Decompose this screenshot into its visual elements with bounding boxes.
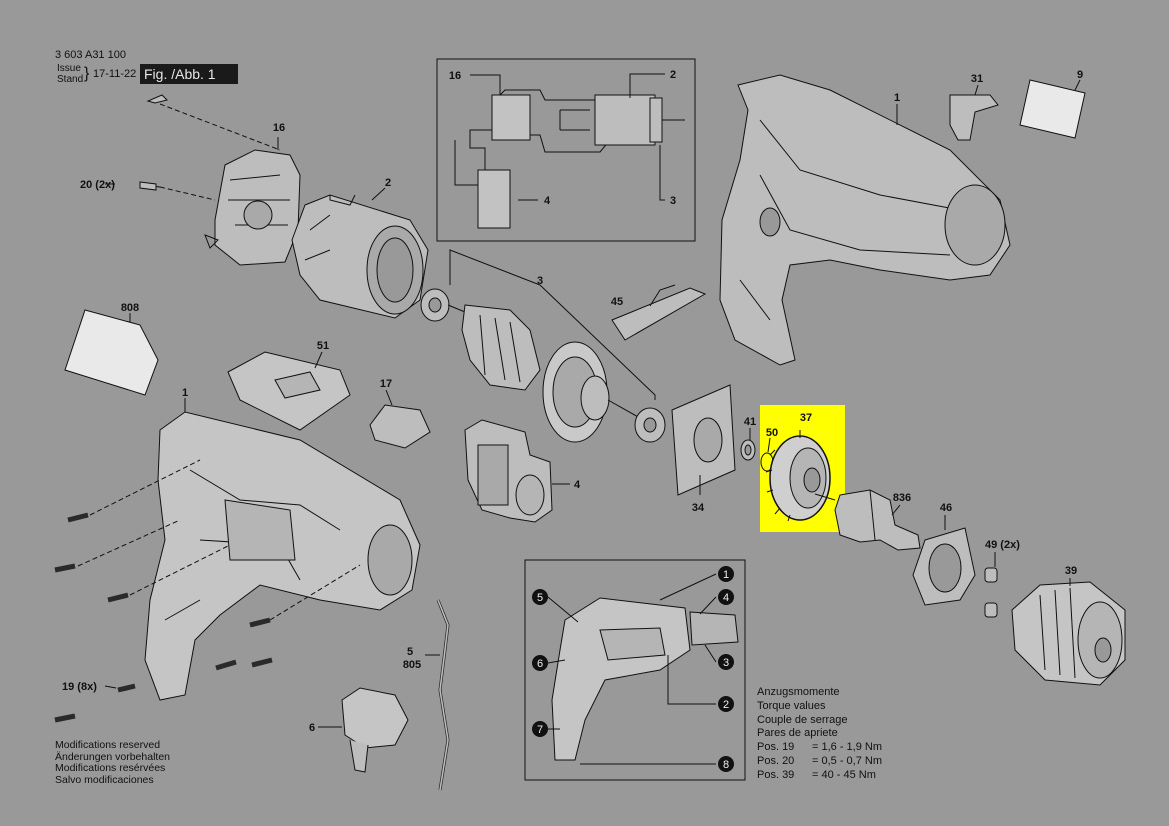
callout-2: 2	[385, 177, 391, 189]
part-16-brush-holder	[204, 149, 301, 266]
overview-markers: 1 2 3 4 5 6 7 8	[532, 566, 734, 772]
callout-49: 49 (2x)	[985, 539, 1020, 551]
part-number: 3 603 A31 100	[55, 49, 126, 61]
modifications-line: Modifications reserved	[55, 739, 161, 751]
part-34-plate	[671, 384, 736, 496]
torque-row: Pos. 39 = 40 - 45 Nm	[757, 769, 882, 783]
callout-39: 39	[1065, 565, 1077, 577]
callout-1-left: 1	[182, 387, 188, 399]
callout-31: 31	[971, 73, 983, 85]
torque-value: = 1,6 - 1,9 Nm	[812, 741, 883, 754]
marker-3: 3	[723, 657, 729, 669]
inset-callout-3: 3	[670, 195, 676, 207]
inset-wiring-frame	[436, 58, 696, 242]
overview-frame	[524, 559, 746, 781]
overview-drill	[551, 597, 739, 761]
part-3-armature	[420, 288, 666, 443]
torque-value: = 0,5 - 0,7 Nm	[812, 754, 883, 767]
callout-19: 19 (8x)	[62, 681, 97, 693]
part-51-cover	[227, 351, 351, 431]
marker-5: 5	[537, 592, 543, 604]
callout-805: 805	[403, 659, 421, 671]
callout-9: 9	[1077, 69, 1083, 81]
torque-line: Couple de serrage	[757, 713, 848, 726]
figure-label: Fig. /Abb. 1	[140, 64, 238, 84]
part-37-gear	[765, 430, 831, 522]
marker-4: 4	[723, 592, 729, 604]
callout-41: 41	[744, 416, 756, 428]
marker-8: 8	[723, 759, 729, 771]
part-6-cable-guard	[341, 687, 409, 773]
part-17-switch-part	[369, 404, 431, 449]
inset-callout-16: 16	[449, 70, 461, 82]
torque-values: Anzugsmomente Torque values Couple de se…	[757, 686, 882, 783]
callout-46: 46	[940, 502, 952, 514]
callout-17: 17	[380, 378, 392, 390]
callout-808: 808	[121, 302, 139, 314]
callout-16: 16	[273, 122, 285, 134]
marker-1: 1	[723, 569, 729, 581]
part-45-strip	[611, 284, 707, 341]
part-9-label	[1019, 79, 1086, 139]
callouts: 16 2 20 (2x) 3 808 51 17 1 4 45 34 41 50…	[62, 69, 1083, 734]
part-49-pin	[984, 567, 998, 583]
part-46-flange	[912, 527, 976, 606]
part-1-housing-right	[719, 74, 1011, 366]
torque-pos: Pos. 20	[757, 754, 795, 767]
callout-34: 34	[692, 502, 705, 514]
modifications-line: Modifications resérvées	[55, 762, 166, 774]
callout-6: 6	[309, 722, 315, 734]
marker-6: 6	[537, 658, 543, 670]
torque-pos: Pos. 39	[757, 768, 795, 781]
callout-45: 45	[611, 296, 623, 308]
screws-19	[54, 512, 273, 723]
part-2-stator	[291, 194, 429, 319]
torque-line: Pares de apriete	[757, 727, 838, 740]
stand-label: Stand	[57, 74, 84, 85]
modifications-line: Änderungen vorbehalten	[55, 750, 171, 763]
part-836-spindle	[834, 489, 921, 551]
modifications-line: Salvo modificaciones	[55, 773, 154, 786]
part-31-clip	[949, 94, 999, 141]
callout-37: 37	[800, 412, 812, 424]
callout-1-right: 1	[894, 92, 900, 104]
issue-date: 17-11-22	[93, 68, 137, 80]
modifications-note: Modifications reserved Änderungen vorbeh…	[55, 739, 171, 786]
part-808-label	[64, 309, 159, 396]
inset-callout-2: 2	[670, 69, 676, 81]
marker-7: 7	[537, 724, 543, 736]
torque-pos: Pos. 19	[757, 741, 795, 754]
callout-4: 4	[574, 479, 581, 491]
callout-5: 5	[407, 646, 413, 658]
marker-2: 2	[723, 699, 729, 711]
header-brace: }	[84, 65, 90, 82]
callout-20: 20 (2x)	[80, 179, 115, 191]
torque-line: Torque values	[757, 699, 826, 712]
torque-value: = 40 - 45 Nm	[812, 768, 876, 781]
torque-row: Pos. 19 = 1,6 - 1,9 Nm	[757, 741, 882, 755]
part-39-chuck	[1011, 581, 1126, 686]
part-5-cable	[436, 599, 450, 791]
callout-51: 51	[317, 340, 329, 352]
callout-3: 3	[537, 275, 543, 287]
callout-50: 50	[766, 427, 778, 439]
torque-row: Pos. 20 = 0,5 - 0,7 Nm	[757, 755, 882, 769]
inset-callout-4: 4	[544, 195, 551, 207]
issue-label: Issue	[57, 63, 81, 74]
inset-wiring	[454, 89, 685, 229]
part-4-switch	[464, 419, 553, 523]
callout-836: 836	[893, 492, 911, 504]
torque-line: Anzugsmomente	[757, 686, 840, 698]
part-1-housing-left	[144, 400, 421, 701]
